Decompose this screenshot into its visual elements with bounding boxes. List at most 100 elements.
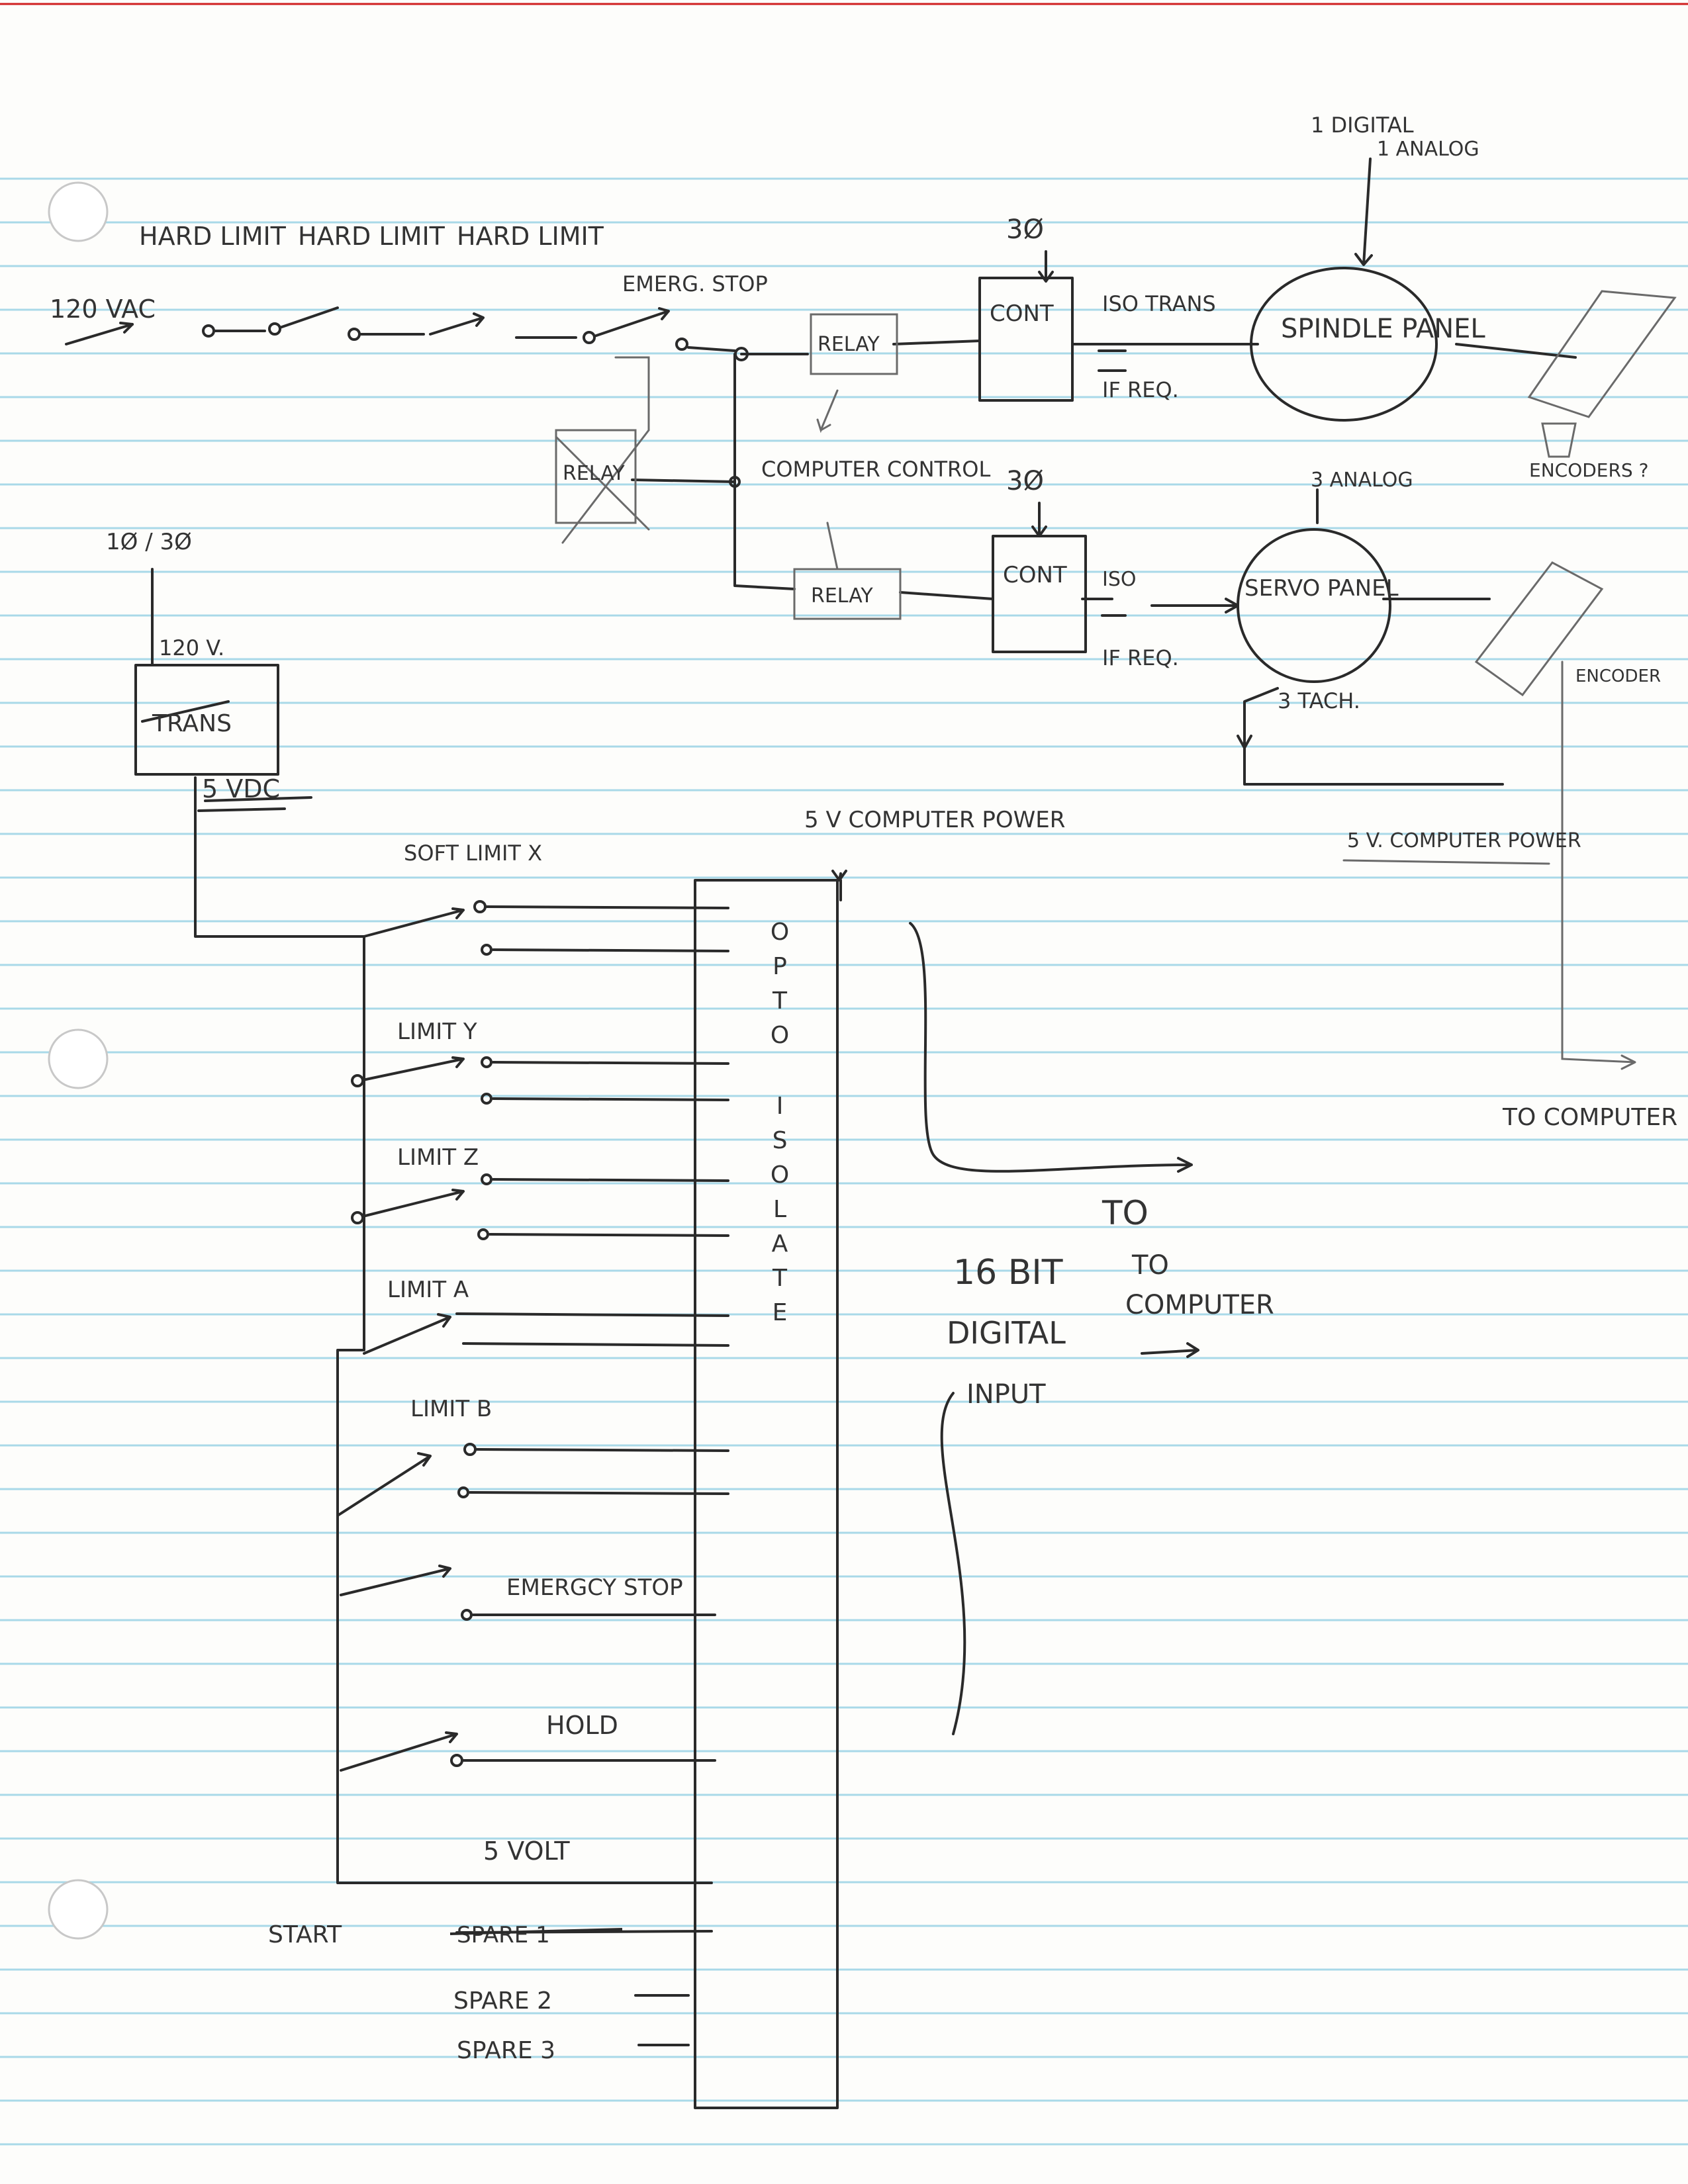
relay-bottom-box [793, 568, 902, 620]
spare1-strike [449, 1928, 623, 1935]
spare2-label: SPARE 2 [453, 1987, 552, 2015]
hold-label: HOLD [546, 1711, 618, 1740]
relay-top-label: RELAY [818, 333, 880, 356]
encoder-bottom-shape [1474, 561, 1604, 697]
hard-limit-label-3: HARD LIMIT [457, 222, 604, 251]
opto-power-label: 5 V COMPUTER POWER [804, 807, 1065, 833]
limit-a-label: LIMIT A [387, 1277, 469, 1303]
encoder-to-computer-line [1561, 660, 1636, 1070]
cont-top-label: CONT [990, 300, 1054, 327]
to-label-1: TO [1102, 1194, 1149, 1232]
opto-letter: O [771, 919, 789, 946]
panel-group [1237, 158, 1504, 786]
five-volt-label: 5 VOLT [483, 1837, 570, 1866]
switch-bus [336, 900, 729, 2046]
spindle-panel-circle [1250, 267, 1438, 422]
phase-bottom-label: 3Ø [1006, 466, 1044, 496]
limit-y-label: LIMIT Y [397, 1019, 477, 1045]
to-label-2: TO [1131, 1250, 1169, 1281]
encoders-label: ENCODERS ? [1529, 459, 1648, 481]
encoder-group [1342, 290, 1677, 1070]
hard-limit-label-2: HARD LIMIT [298, 222, 445, 251]
hard-limit-switch-2 [429, 312, 485, 336]
opto-letter: E [773, 1299, 788, 1326]
iso-trans-label: ISO TRANS [1102, 291, 1216, 316]
relay-top-box [810, 313, 898, 375]
opto-output-arrow [909, 922, 1193, 1173]
relay-group [555, 313, 902, 620]
soft-limit-x-label: SOFT LIMIT X [404, 841, 542, 866]
trans-label: TRANS [152, 710, 232, 737]
opto-letter: L [773, 1196, 786, 1223]
if-req-top-label: IF REQ. [1102, 377, 1179, 402]
opto-letter: S [773, 1127, 788, 1154]
contact-4 [583, 331, 596, 344]
if-req-bottom-label: IF REQ. [1102, 645, 1179, 670]
trans-5vdc-label: 5 VDC [202, 774, 280, 803]
emerg-stop-label: EMERG. STOP [622, 271, 768, 296]
relay-bottom-label: RELAY [811, 584, 873, 608]
contact-1 [202, 324, 215, 338]
labels: HARD LIMIT HARD LIMIT HARD LIMIT 120 VAC… [50, 113, 1677, 2064]
contact-3 [348, 328, 361, 341]
opto-letter: P [773, 953, 787, 980]
contactor-group [978, 250, 1239, 653]
limit-b-label: LIMIT B [410, 1396, 492, 1422]
supply-label: 120 VAC [50, 295, 156, 324]
limit-z-label: LIMIT Z [397, 1144, 479, 1171]
phase-top-label: 3Ø [1006, 214, 1044, 245]
common-bus [336, 935, 713, 1884]
sixteen-bit-label: 16 BIT [953, 1253, 1063, 1293]
emergency-stop-label: EMERGCY STOP [506, 1574, 683, 1601]
computer-control-label: COMPUTER CONTROL [761, 457, 990, 482]
vertical-bus [733, 353, 796, 590]
ruled-lines [0, 177, 1688, 2146]
opto-letter: T [772, 1265, 788, 1292]
opto-letter: T [772, 987, 788, 1015]
dc-feed-line [194, 776, 365, 938]
digital-note-label: 1 DIGITAL [1311, 113, 1414, 138]
trans-120v-label: 120 V. [159, 635, 224, 660]
analog-note-label: 1 ANALOG [1377, 138, 1479, 161]
power-chain [65, 306, 1577, 600]
trans-box [134, 664, 279, 776]
hard-limit-switch-1 [279, 306, 339, 329]
input-label: INPUT [966, 1379, 1046, 1410]
servo-panel-label: SERVO PANEL [1244, 575, 1399, 602]
binder-hole-middle [48, 1028, 109, 1089]
spindle-panel-label: SPINDLE PANEL [1281, 314, 1485, 344]
contact-2 [268, 322, 281, 336]
start-label: START [268, 1921, 342, 1948]
relay-cross-out [555, 429, 650, 544]
computer-label: COMPUTER [1125, 1290, 1274, 1320]
opto-letter: I [776, 1093, 784, 1120]
opto-letter: O [771, 1022, 789, 1049]
servo-panel-circle [1237, 528, 1391, 683]
contact-5 [675, 338, 688, 351]
computer-power-right-label: 5 V. COMPUTER POWER [1347, 829, 1581, 852]
spare3-label: SPARE 3 [457, 2037, 555, 2064]
binder-hole-top [48, 181, 109, 242]
spare1-label: SPARE 1 [457, 1922, 550, 1948]
to-computer-right-label: TO COMPUTER [1502, 1104, 1677, 1131]
opto-letter: A [772, 1230, 788, 1257]
encoder-label: ENCODER [1575, 666, 1661, 686]
binder-hole-bottom [48, 1879, 109, 1940]
contactor-bottom [992, 535, 1087, 653]
analog3-label: 3 ANALOG [1311, 469, 1413, 492]
digital-label: DIGITAL [947, 1315, 1066, 1351]
iso-bottom-label: ISO [1102, 568, 1137, 591]
emerg-stop-switch [593, 307, 670, 338]
relay-crossed-label: RELAY [563, 462, 625, 485]
relay-crossed-box [555, 429, 637, 524]
encoder-top-shape [1527, 290, 1677, 418]
cont-bottom-label: CONT [1003, 562, 1067, 588]
opto-isolator [694, 870, 1199, 2109]
transformer-group [134, 568, 365, 938]
trans-input-label: 1Ø / 3Ø [106, 529, 192, 555]
contactor-top [978, 277, 1074, 402]
opto-isolator-column [694, 879, 839, 2109]
